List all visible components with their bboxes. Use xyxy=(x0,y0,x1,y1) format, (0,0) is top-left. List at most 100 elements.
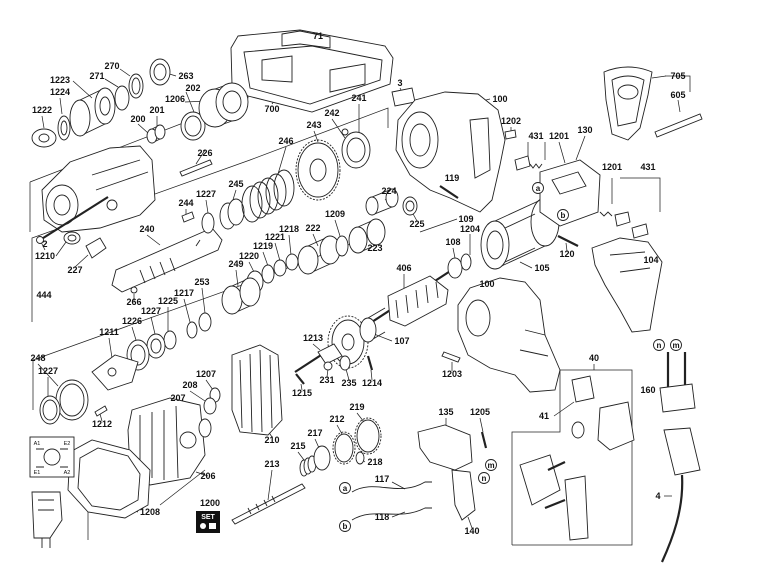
callout-700: 700 xyxy=(264,104,279,114)
callout-1201: 1201 xyxy=(549,131,569,141)
marker-label: b xyxy=(343,522,348,531)
callout-222: 222 xyxy=(305,223,320,233)
gearbox-206 xyxy=(127,397,206,486)
marker-b-lead: b xyxy=(339,520,351,532)
switch-135 xyxy=(417,424,488,521)
callout-1227: 1227 xyxy=(38,366,58,376)
callout-212: 212 xyxy=(329,414,344,424)
callout-109: 109 xyxy=(458,214,473,224)
callout-107: 107 xyxy=(394,336,409,346)
callout-231: 231 xyxy=(319,375,334,385)
callout-105: 105 xyxy=(534,263,549,273)
callout-1214: 1214 xyxy=(362,378,382,388)
callout-labels: 71 700 3 100 705 605 1223 1224 1222 271 … xyxy=(30,31,685,536)
rings-248 xyxy=(39,379,108,425)
schematic-label-a1: A1 xyxy=(34,441,41,447)
marker-label: n xyxy=(657,341,662,350)
callout-202: 202 xyxy=(185,83,200,93)
callout-244: 244 xyxy=(178,198,193,208)
suppressor-component xyxy=(31,491,63,548)
callout-1215: 1215 xyxy=(292,388,312,398)
motor-housing-100 xyxy=(457,277,561,393)
callout-605: 605 xyxy=(670,90,685,100)
callout-4: 4 xyxy=(655,491,660,501)
callout-40: 40 xyxy=(589,353,599,363)
front-housing xyxy=(41,145,156,233)
callout-223: 223 xyxy=(367,243,382,253)
callout-253: 253 xyxy=(194,277,209,287)
callout-1202: 1202 xyxy=(501,116,521,126)
callout-1203: 1203 xyxy=(442,369,462,379)
callout-71: 71 xyxy=(313,31,323,41)
piston-parts xyxy=(297,188,418,275)
callout-246: 246 xyxy=(278,136,293,146)
frame-gear-group xyxy=(31,107,389,322)
callout-1218: 1218 xyxy=(279,224,299,234)
schematic-label-e2: E2 xyxy=(64,441,71,447)
marker-n-switch: n xyxy=(478,472,490,484)
callout-263: 263 xyxy=(178,71,193,81)
callout-120: 120 xyxy=(559,249,574,259)
drive-parts xyxy=(198,373,382,525)
gear-housing xyxy=(395,91,506,213)
callout-406: 406 xyxy=(396,263,411,273)
brush-holder-130 xyxy=(504,129,649,239)
callout-201: 201 xyxy=(149,105,164,115)
callout-1224: 1224 xyxy=(50,87,70,97)
callout-217: 217 xyxy=(307,428,322,438)
callout-243: 243 xyxy=(306,120,321,130)
switch-assembly-40 xyxy=(519,375,635,541)
marker-label: a xyxy=(536,184,541,193)
callout-1201-right: 1201 xyxy=(602,162,622,172)
type-label-plate xyxy=(391,87,416,107)
parts: A1 E2 E1 A2 xyxy=(29,29,703,563)
callout-140: 140 xyxy=(464,526,479,536)
callout-3: 3 xyxy=(397,78,402,88)
bearing-plate-1211 xyxy=(91,354,139,391)
callout-1221: 1221 xyxy=(265,232,285,242)
depth-stop-rod xyxy=(654,113,703,138)
callout-1219: 1219 xyxy=(253,241,273,251)
schematic-labels: A1 E2 E1 A2 xyxy=(34,441,71,476)
callout-1225: 1225 xyxy=(158,296,178,306)
tool-case xyxy=(230,29,394,113)
callout-1226: 1226 xyxy=(122,316,142,326)
callout-2: 2 xyxy=(42,239,47,249)
callout-444: 444 xyxy=(36,290,51,300)
callout-1213: 1213 xyxy=(303,333,323,343)
marker-m-switch: m xyxy=(485,459,497,471)
screws-misc xyxy=(439,185,579,363)
callout-271: 271 xyxy=(89,71,104,81)
callout-1210: 1210 xyxy=(35,251,55,261)
cable-plug-160 xyxy=(659,352,696,413)
callout-226: 226 xyxy=(197,148,212,158)
callout-1209: 1209 xyxy=(325,209,345,219)
callout-249: 249 xyxy=(228,259,243,269)
callout-235: 235 xyxy=(341,378,356,388)
marker-label: n xyxy=(482,474,487,483)
callout-219: 219 xyxy=(349,402,364,412)
callout-241: 241 xyxy=(351,93,366,103)
marker-label: b xyxy=(561,211,566,220)
callout-1223: 1223 xyxy=(50,75,70,85)
callout-1227: 1227 xyxy=(196,189,216,199)
callout-270: 270 xyxy=(104,61,119,71)
set-badge: SET xyxy=(196,511,220,533)
callout-224: 224 xyxy=(381,186,396,196)
callout-135: 135 xyxy=(438,407,453,417)
connection-markers: a b m n n m a b xyxy=(339,182,682,532)
callout-1207: 1207 xyxy=(196,369,216,379)
marker-b-brush: b xyxy=(557,209,569,221)
schematic-label-e1: E1 xyxy=(34,470,41,476)
callout-207: 207 xyxy=(170,393,185,403)
callout-431-right: 431 xyxy=(640,162,655,172)
tool-holder-parts xyxy=(31,58,249,177)
marker-n-plug: n xyxy=(653,339,665,351)
callout-119: 119 xyxy=(445,173,460,183)
callout-225: 225 xyxy=(409,219,424,229)
callout-248: 248 xyxy=(30,353,45,363)
callout-1208: 1208 xyxy=(140,507,160,517)
callout-1222: 1222 xyxy=(32,105,52,115)
callout-41: 41 xyxy=(539,411,549,421)
callout-1220: 1220 xyxy=(239,251,259,261)
